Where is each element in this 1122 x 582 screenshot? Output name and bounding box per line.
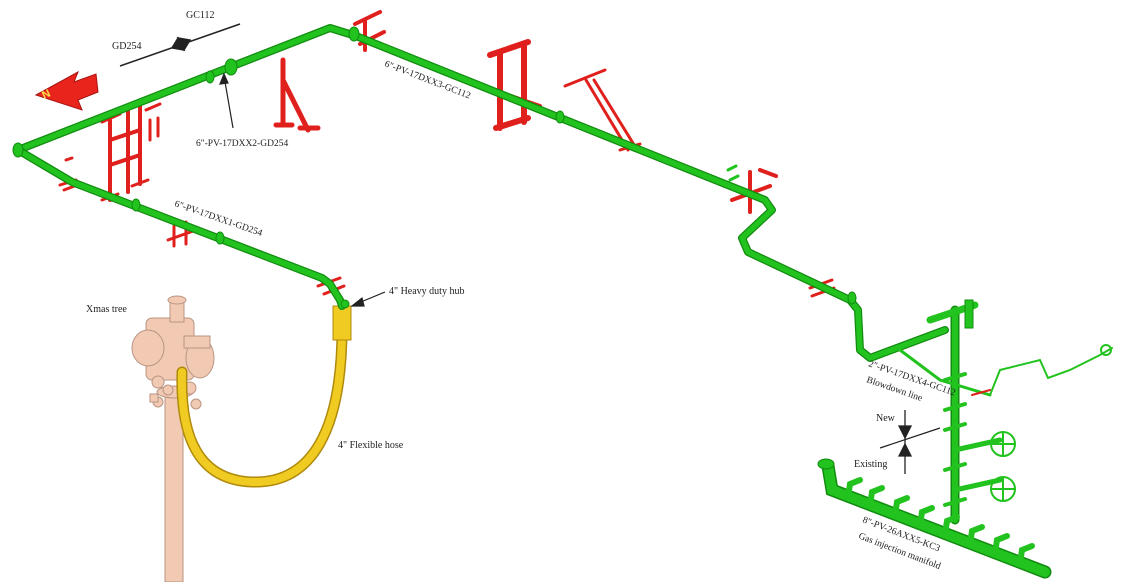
leader-gd254-2 — [219, 72, 234, 129]
label-flexible-hose: 4" Flexible hose — [338, 440, 404, 451]
label-new: New — [876, 413, 896, 424]
label-line-gd254-2: 6"-PV-17DXX2-GD254 — [196, 139, 288, 149]
label-xmas-tree: Xmas tree — [86, 304, 127, 315]
pipe-flanges — [12, 26, 857, 309]
flexible-hose — [176, 305, 352, 488]
label-gc112: GC112 — [186, 10, 215, 21]
spec-break-marker-top — [119, 23, 241, 67]
support-frame-2 — [144, 102, 162, 142]
xmas-tree — [131, 295, 215, 582]
north-arrow: N — [34, 70, 99, 111]
leader-heavy-duty-hub — [350, 291, 386, 307]
pipe-supports — [58, 10, 836, 298]
gas-injection-manifold — [817, 458, 1052, 579]
spec-break-marker-new-existing — [879, 410, 941, 474]
label-existing: Existing — [854, 459, 887, 470]
support-frame-3 — [273, 57, 321, 133]
label-heavy-duty-hub: 4" Heavy duty hub — [389, 286, 464, 297]
support-frame-1 — [100, 104, 150, 202]
valve-handwheel-1 — [990, 431, 1016, 457]
blowdown-assembly — [726, 164, 1113, 525]
valve-handwheel-2 — [990, 476, 1016, 502]
support-frame-6 — [563, 68, 642, 152]
support-frame-5 — [487, 39, 542, 131]
main-pipe-run — [14, 24, 949, 362]
label-gd254: GD254 — [112, 41, 141, 52]
